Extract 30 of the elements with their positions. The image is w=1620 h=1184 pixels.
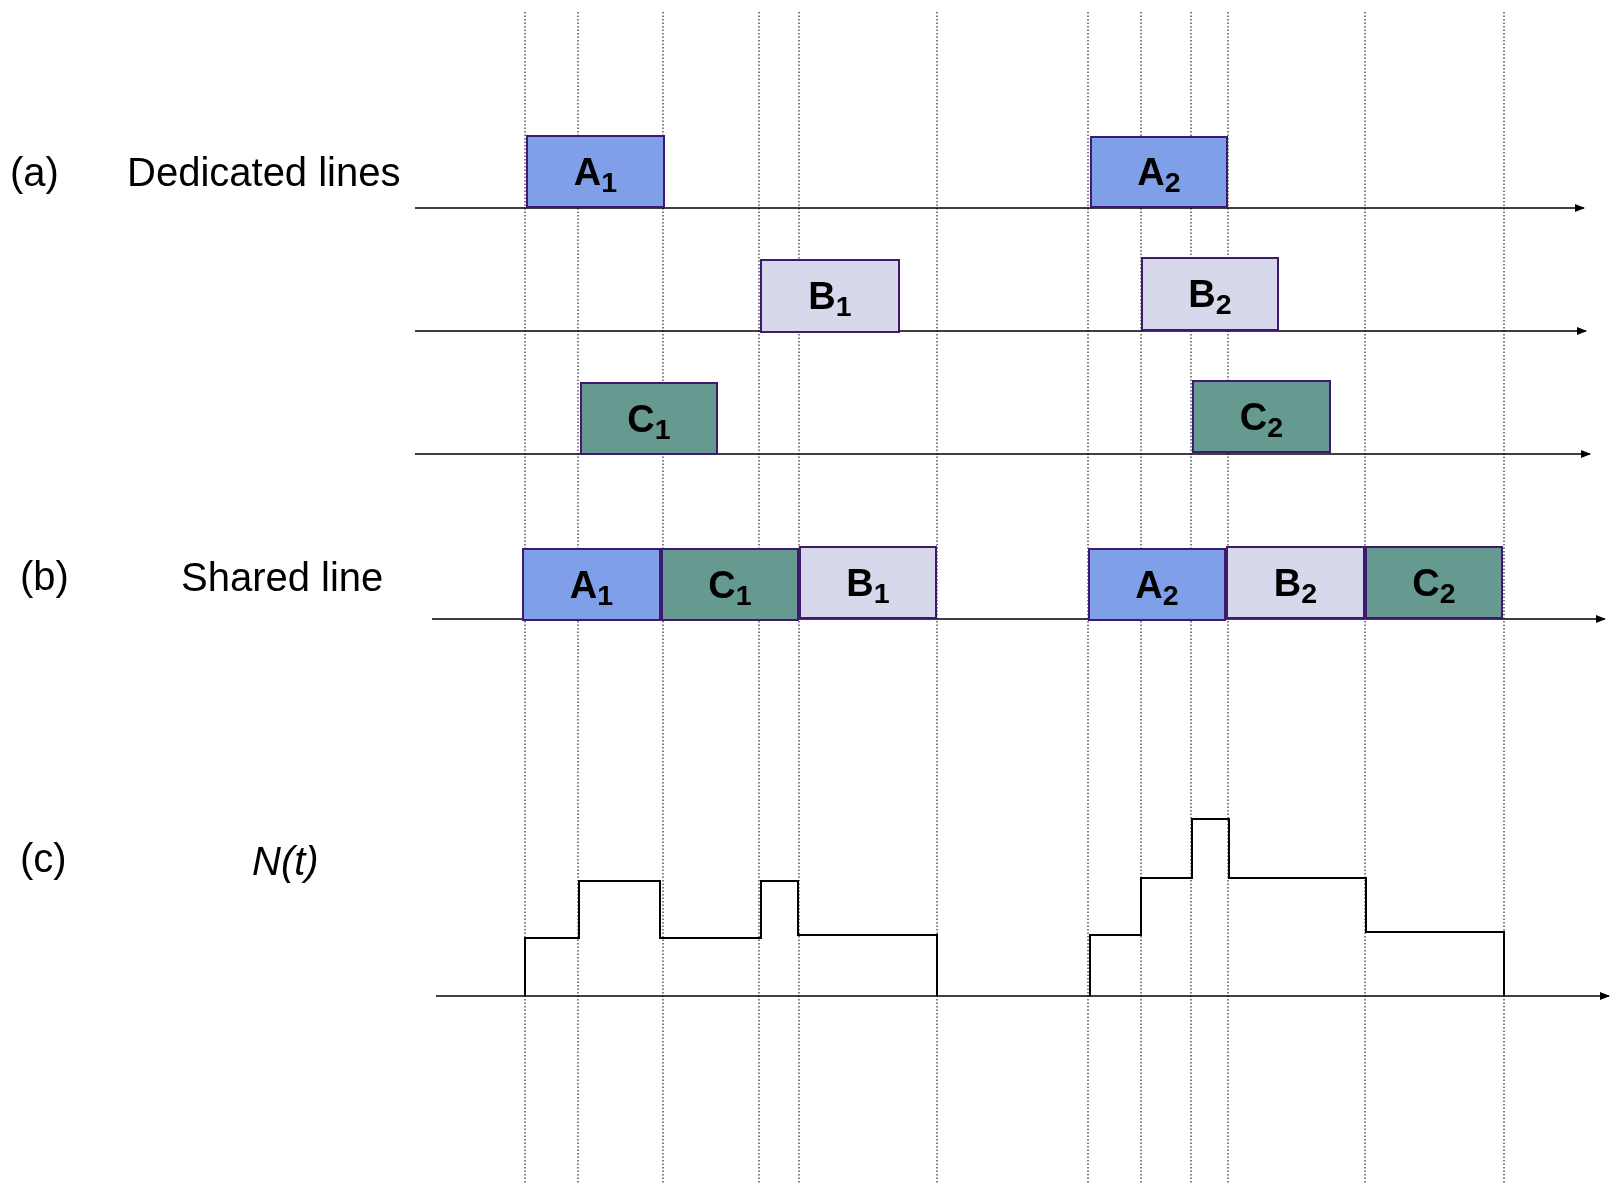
time-slot-box: [1090, 136, 1228, 208]
slot-label: C$_{2}$: [1412, 563, 1456, 602]
label-text: (c): [20, 838, 67, 878]
time-slot-box: [1192, 380, 1331, 453]
time-slot-box: [1226, 546, 1365, 619]
slot-label: B$_{1}$: [846, 563, 890, 602]
time-slot-box: [1141, 257, 1279, 331]
slot-label: C$_{1}$: [627, 399, 671, 438]
time-slot-box: [526, 135, 665, 208]
slot-label: A$_{2}$: [1135, 565, 1179, 604]
slot-label: A$_{1}$: [573, 152, 618, 191]
label-text: (b): [20, 556, 69, 596]
label-text: N(t): [252, 841, 319, 881]
time-slot-box: [1365, 546, 1503, 619]
time-slot-box: [1088, 548, 1226, 621]
slot-label: A$_{1}$: [569, 565, 614, 604]
label-text: (a): [10, 152, 59, 192]
label-text: Dedicated lines: [127, 152, 401, 192]
slot-label: A$_{2}$: [1137, 153, 1181, 191]
label-text: Shared line: [181, 557, 384, 597]
time-slot-box: [522, 548, 661, 621]
slot-label: B$_{1}$: [808, 277, 852, 315]
time-slot-box: [661, 548, 799, 621]
slot-label: C$_{1}$: [708, 565, 752, 604]
time-slot-box: [760, 259, 900, 333]
slot-label: B$_{2}$: [1273, 563, 1318, 602]
time-slot-box: [799, 546, 937, 619]
time-slot-box: [580, 382, 718, 455]
slot-label: C$_{2}$: [1239, 397, 1284, 436]
slot-label: B$_{2}$: [1188, 275, 1232, 313]
